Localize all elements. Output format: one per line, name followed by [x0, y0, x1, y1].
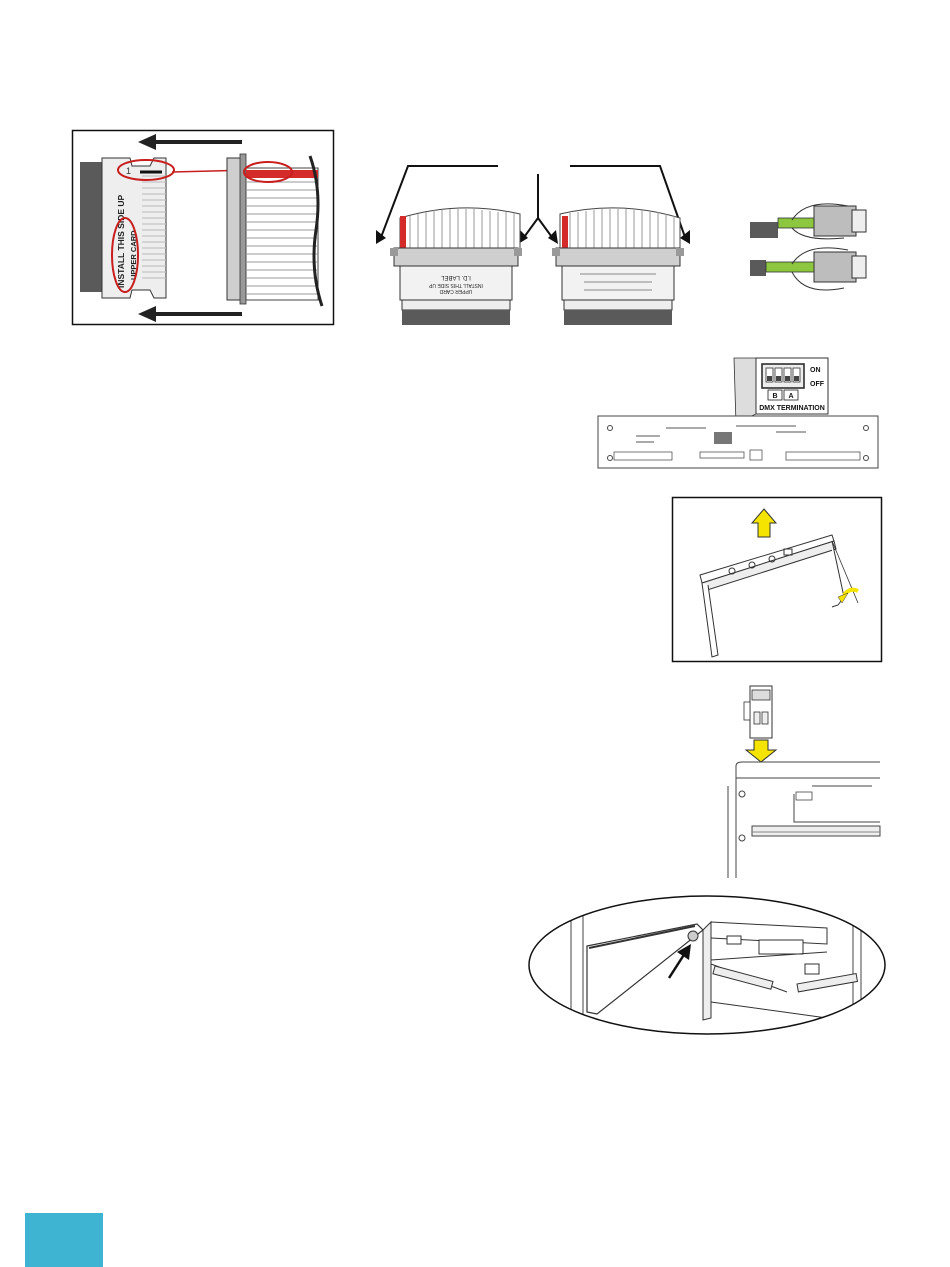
dmx-termination-figure: ON OFF B A DMX TERMINATION	[596, 352, 882, 474]
switch-a-label: A	[788, 393, 793, 400]
jumper-connector-figure	[748, 198, 878, 304]
chassis-detail-figure	[527, 894, 887, 1036]
svg-text:1: 1	[126, 166, 131, 176]
jumper-top	[750, 204, 866, 239]
module-label-upper: UPPER CARD	[439, 288, 472, 294]
panel-lift-figure	[672, 497, 882, 662]
switch-off-label: OFF	[810, 381, 825, 388]
molex-connector	[744, 686, 772, 738]
module-label-install: INSTALL THIS SIDE UP	[428, 282, 482, 288]
switch-b-label: B	[772, 393, 777, 400]
switch-on-label: ON	[810, 367, 821, 374]
screw-icon	[688, 931, 698, 941]
page-tab	[25, 1213, 103, 1267]
down-arrow-icon	[746, 740, 776, 762]
card-label-install: INSTALL THIS SIDE UP	[116, 194, 126, 288]
module-right	[552, 208, 684, 325]
jumper-bottom	[750, 248, 866, 290]
connector-insert-figure	[722, 682, 880, 878]
module-left: I.D. LABEL INSTALL THIS SIDE UP UPPER CA…	[390, 208, 522, 325]
module-pair-figure: I.D. LABEL INSTALL THIS SIDE UP UPPER CA…	[370, 160, 700, 328]
ribbon-connector-figure: 1 INSTALL THIS SIDE UP UPPER CARD	[72, 130, 334, 325]
dmx-termination-label: DMX TERMINATION	[759, 405, 825, 412]
module-label-id: I.D. LABEL	[441, 274, 471, 280]
